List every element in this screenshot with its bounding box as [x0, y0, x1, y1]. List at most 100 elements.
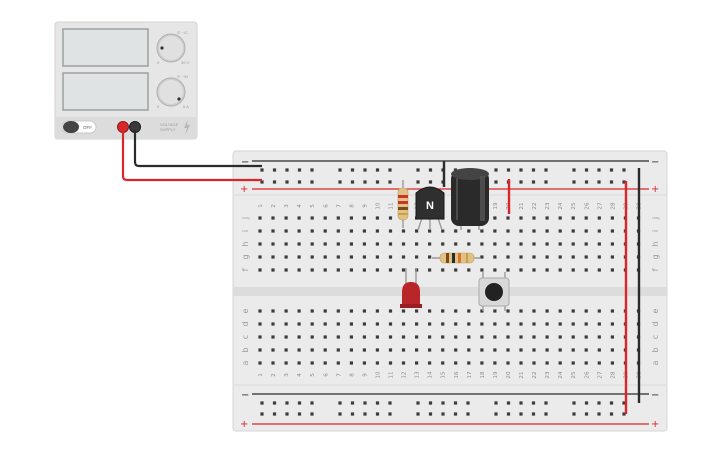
- hole-d-23[interactable]: [545, 322, 549, 326]
- hole-d-13[interactable]: [415, 322, 419, 326]
- top-positive-rail-hole[interactable]: [285, 180, 289, 184]
- hole-d-20[interactable]: [506, 322, 510, 326]
- red-wire-supply-to-rail[interactable]: [121, 130, 262, 182]
- hole-g-4[interactable]: [297, 255, 301, 259]
- hole-g-24[interactable]: [558, 255, 562, 259]
- bottom-positive-rail-hole[interactable]: [506, 412, 511, 416]
- hole-b-7[interactable]: [336, 348, 340, 352]
- hole-c-2[interactable]: [271, 335, 275, 339]
- hole-a-10[interactable]: [375, 361, 379, 365]
- hole-c-8[interactable]: [349, 335, 353, 339]
- bottom-negative-rail-hole[interactable]: [310, 401, 314, 405]
- hole-e-14[interactable]: [428, 309, 432, 313]
- hole-d-19[interactable]: [493, 322, 497, 326]
- top-positive-rail-hole[interactable]: [363, 180, 367, 184]
- hole-f-12[interactable]: [401, 268, 406, 272]
- hole-i-12[interactable]: [401, 229, 406, 233]
- hole-f-14[interactable]: [428, 268, 432, 272]
- top-positive-rail-hole[interactable]: [597, 180, 601, 184]
- hole-e-18[interactable]: [480, 309, 484, 313]
- hole-b-9[interactable]: [362, 348, 366, 352]
- top-negative-rail-hole[interactable]: [584, 168, 589, 172]
- hole-a-13[interactable]: [415, 361, 419, 365]
- hole-d-28[interactable]: [610, 322, 614, 326]
- hole-i-28[interactable]: [610, 229, 614, 233]
- hole-h-12[interactable]: [401, 242, 406, 246]
- hole-e-25[interactable]: [571, 309, 575, 313]
- top-negative-rail-hole[interactable]: [544, 168, 548, 172]
- hole-g-28[interactable]: [610, 255, 614, 259]
- hole-e-5[interactable]: [310, 309, 314, 313]
- top-negative-rail-hole[interactable]: [597, 168, 601, 172]
- hole-h-13[interactable]: [415, 242, 419, 246]
- hole-j-4[interactable]: [297, 216, 301, 220]
- top-positive-rail-hole[interactable]: [622, 180, 626, 184]
- hole-a-12[interactable]: [401, 361, 406, 365]
- hole-d-21[interactable]: [519, 322, 523, 326]
- hole-f-16[interactable]: [454, 268, 458, 272]
- hole-a-20[interactable]: [506, 361, 510, 365]
- top-negative-rail-hole[interactable]: [506, 168, 511, 172]
- hole-b-23[interactable]: [545, 348, 549, 352]
- bottom-positive-rail-hole[interactable]: [428, 412, 433, 416]
- hole-a-18[interactable]: [480, 361, 484, 365]
- hole-h-24[interactable]: [558, 242, 562, 246]
- hole-g-21[interactable]: [519, 255, 523, 259]
- top-positive-rail-hole[interactable]: [388, 180, 392, 184]
- hole-c-22[interactable]: [532, 335, 536, 339]
- hole-h-7[interactable]: [336, 242, 340, 246]
- top-negative-rail-hole[interactable]: [310, 168, 314, 172]
- hole-c-1[interactable]: [258, 335, 262, 339]
- hole-g-18[interactable]: [480, 255, 484, 259]
- hole-g-10[interactable]: [375, 255, 379, 259]
- hole-f-24[interactable]: [558, 268, 562, 272]
- hole-d-18[interactable]: [480, 322, 484, 326]
- hole-a-1[interactable]: [258, 361, 262, 365]
- hole-f-10[interactable]: [375, 268, 379, 272]
- hole-j-27[interactable]: [597, 216, 601, 220]
- hole-i-16[interactable]: [454, 229, 458, 233]
- hole-a-25[interactable]: [571, 361, 575, 365]
- hole-h-6[interactable]: [323, 242, 327, 246]
- hole-j-9[interactable]: [362, 216, 366, 220]
- top-positive-rail-hole[interactable]: [297, 180, 302, 184]
- hole-i-27[interactable]: [597, 229, 601, 233]
- hole-d-27[interactable]: [597, 322, 601, 326]
- hole-d-14[interactable]: [428, 322, 432, 326]
- hole-b-13[interactable]: [415, 348, 419, 352]
- top-negative-rail-hole[interactable]: [375, 168, 380, 172]
- hole-c-15[interactable]: [441, 335, 445, 339]
- hole-b-17[interactable]: [467, 348, 471, 352]
- hole-j-20[interactable]: [506, 216, 510, 220]
- hole-e-15[interactable]: [441, 309, 445, 313]
- npn-transistor[interactable]: N: [415, 186, 445, 231]
- hole-e-21[interactable]: [519, 309, 523, 313]
- hole-a-22[interactable]: [532, 361, 536, 365]
- hole-d-22[interactable]: [532, 322, 536, 326]
- hole-h-21[interactable]: [519, 242, 523, 246]
- hole-j-3[interactable]: [284, 216, 288, 220]
- hole-f-23[interactable]: [545, 268, 549, 272]
- hole-h-22[interactable]: [532, 242, 536, 246]
- hole-h-27[interactable]: [597, 242, 601, 246]
- bottom-negative-rail-hole[interactable]: [416, 401, 420, 405]
- top-negative-rail-hole[interactable]: [260, 168, 264, 172]
- hole-d-6[interactable]: [323, 322, 327, 326]
- top-positive-rail-hole[interactable]: [260, 180, 264, 184]
- hole-c-19[interactable]: [493, 335, 497, 339]
- hole-j-24[interactable]: [558, 216, 562, 220]
- hole-h-4[interactable]: [297, 242, 301, 246]
- hole-g-25[interactable]: [571, 255, 575, 259]
- hole-h-20[interactable]: [506, 242, 510, 246]
- resistor-vertical[interactable]: [397, 180, 409, 228]
- top-negative-rail-hole[interactable]: [609, 168, 614, 172]
- hole-f-4[interactable]: [297, 268, 301, 272]
- hole-e-27[interactable]: [597, 309, 601, 313]
- top-negative-rail-hole[interactable]: [350, 168, 355, 172]
- hole-a-17[interactable]: [467, 361, 471, 365]
- hole-j-1[interactable]: [258, 216, 262, 220]
- hole-e-9[interactable]: [362, 309, 366, 313]
- bottom-positive-rail-hole[interactable]: [544, 412, 548, 416]
- hole-b-19[interactable]: [493, 348, 497, 352]
- hole-j-28[interactable]: [610, 216, 614, 220]
